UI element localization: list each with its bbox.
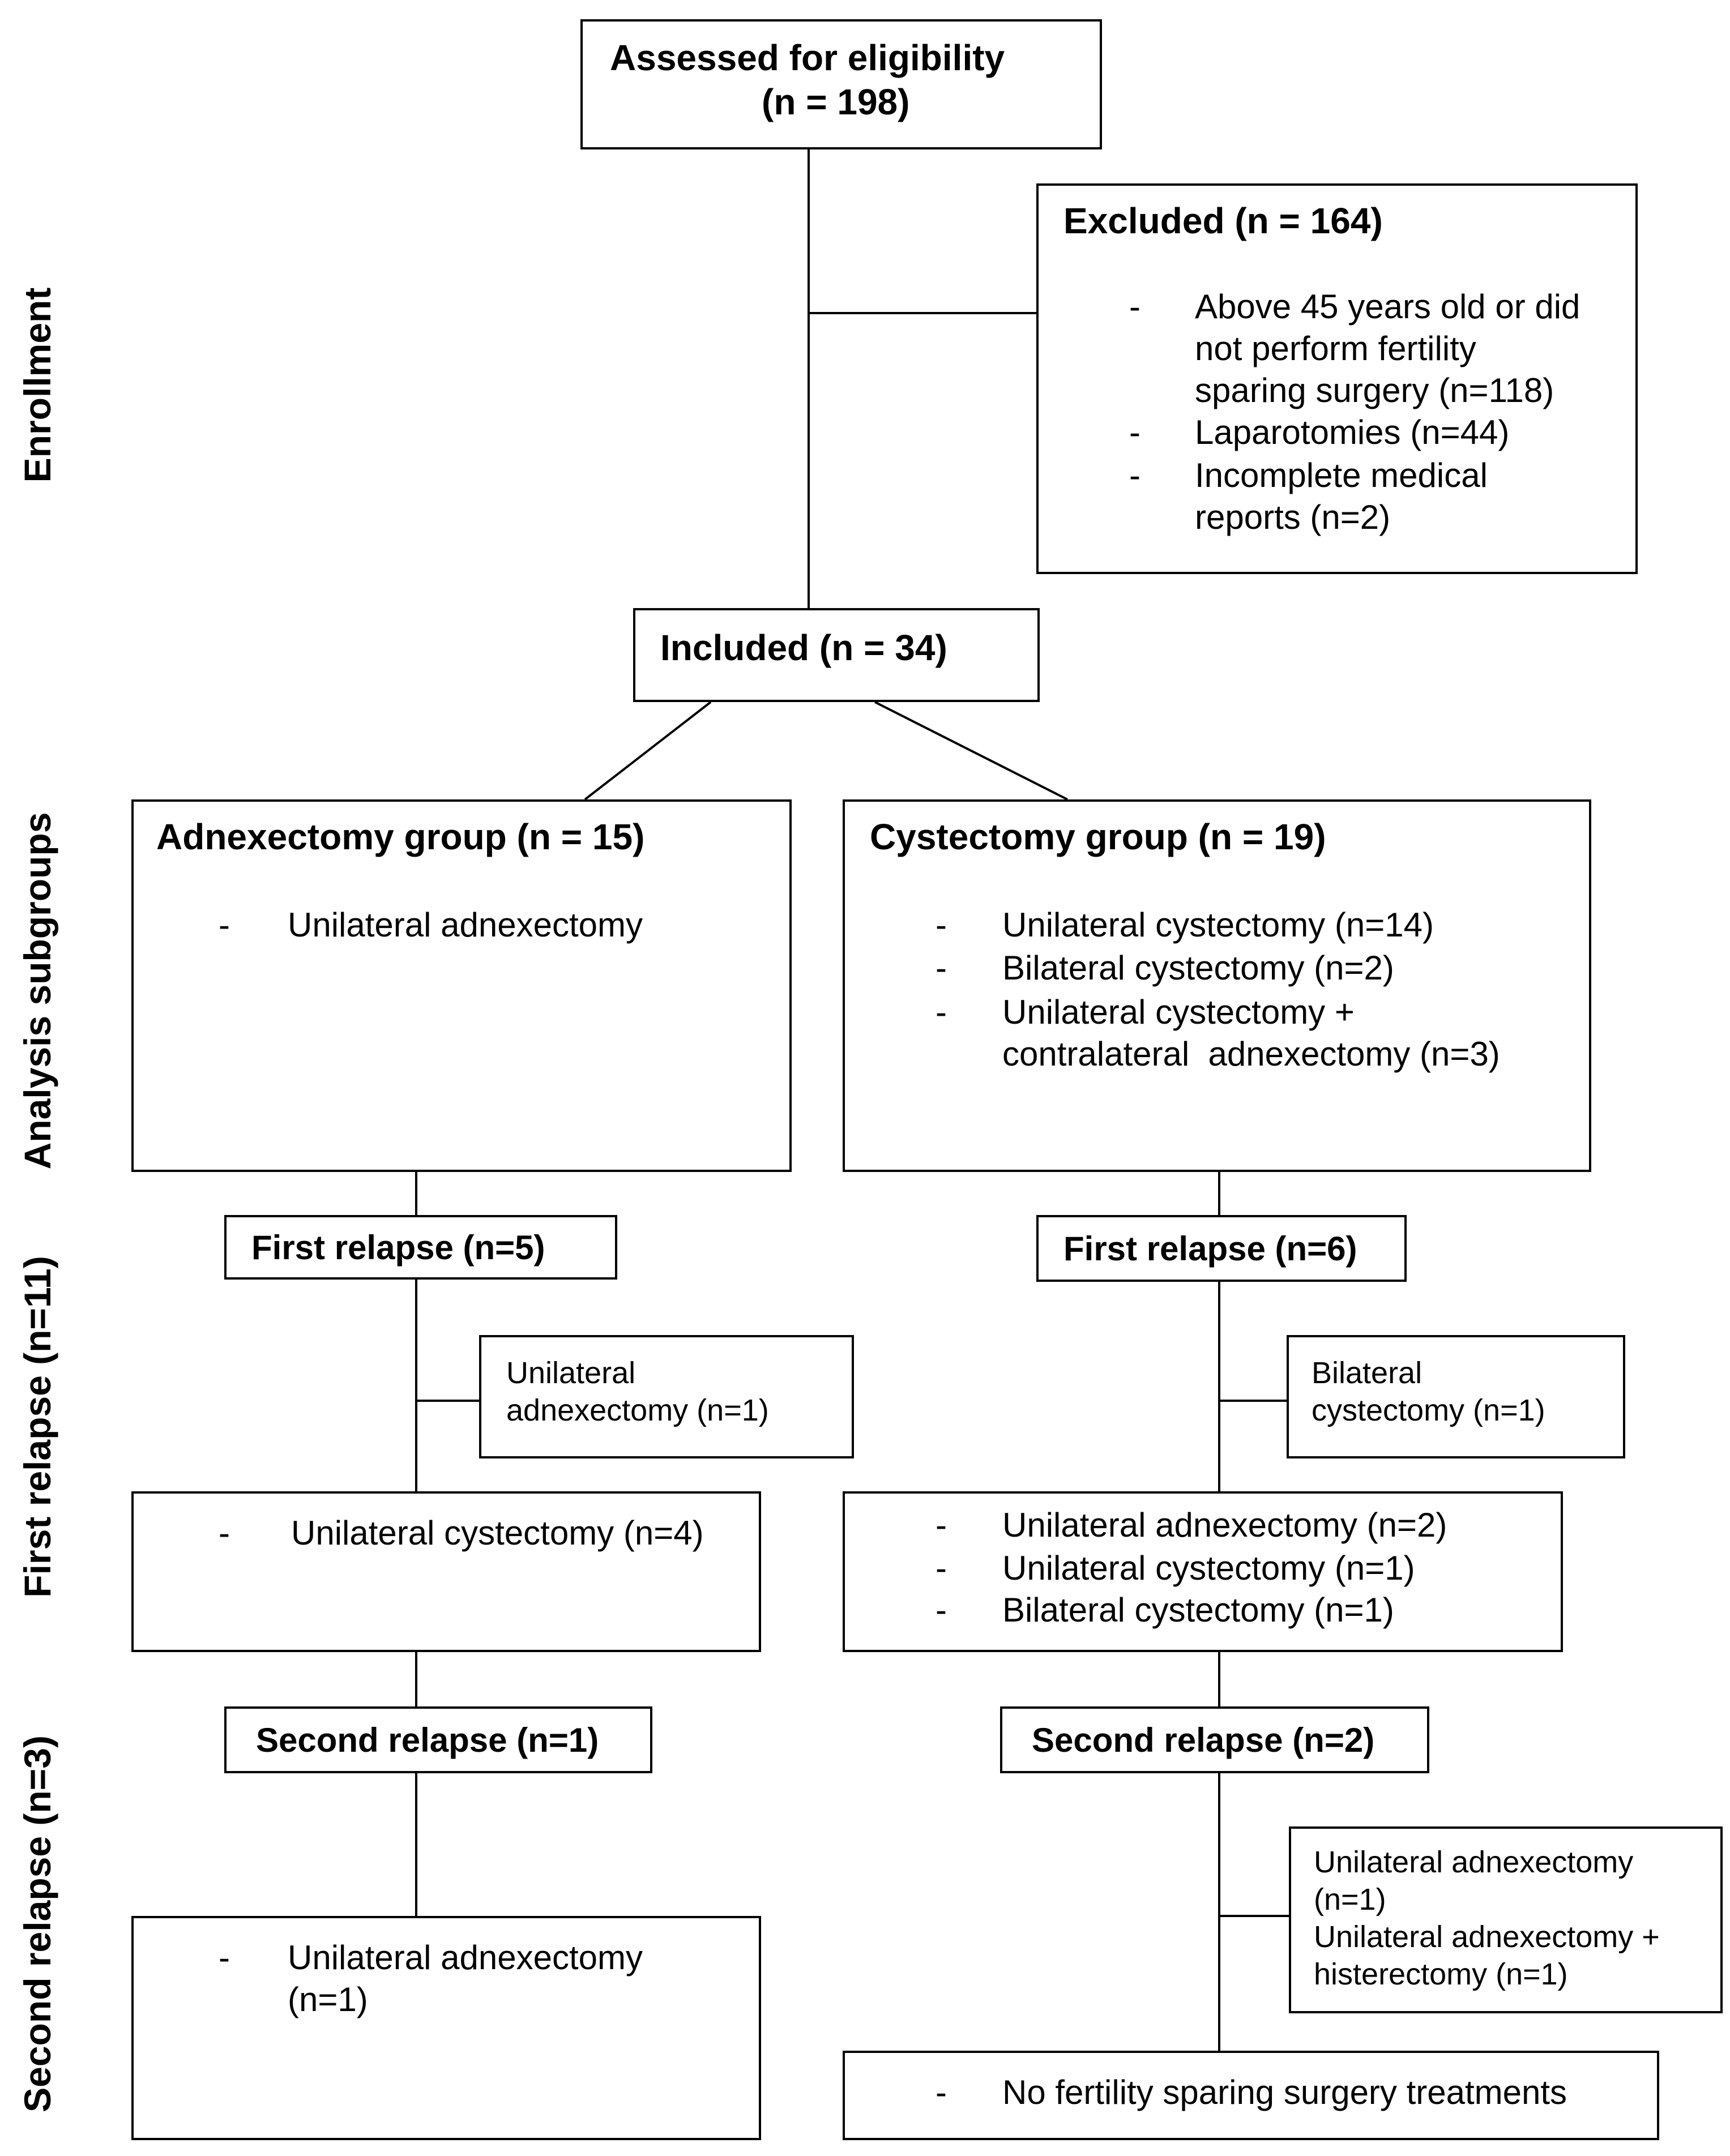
excluded-item-3-line-1: Incomplete medical bbox=[1195, 456, 1488, 494]
right-second-relapse-side-box: Unilateral adnexectomy (n=1) Unilateral … bbox=[1289, 1826, 1723, 2013]
right-second-relapse-side-line-4: histerectomy (n=1) bbox=[1314, 1957, 1568, 1991]
left-second-relapse-item-1-line-2: (n=1) bbox=[288, 1980, 368, 2018]
stage-label-first-relapse: First relapse (n=11) bbox=[16, 1256, 58, 1598]
right-first-relapse-bullet-2: - bbox=[936, 1549, 947, 1587]
left-first-relapse-side-line-1: Unilateral bbox=[506, 1356, 636, 1390]
cystectomy-item-1: Unilateral cystectomy (n=14) bbox=[1002, 906, 1434, 944]
excluded-item-3-line-2: reports (n=2) bbox=[1195, 498, 1391, 536]
right-first-relapse-item-1: Unilateral adnexectomy (n=2) bbox=[1002, 1506, 1447, 1544]
right-first-relapse-item-3: Bilateral cystectomy (n=1) bbox=[1002, 1591, 1394, 1629]
excluded-title: Excluded (n = 164) bbox=[1063, 200, 1383, 241]
stage-label-second-relapse: Second relapse (n=3) bbox=[16, 1735, 58, 2112]
connector-included-cyst bbox=[874, 701, 1068, 801]
adnexectomy-bullet-1: - bbox=[219, 906, 230, 944]
adnexectomy-item-1: Unilateral adnexectomy bbox=[288, 906, 643, 944]
right-second-relapse-result-box: - No fertility sparing surgery treatment… bbox=[843, 2051, 1659, 2140]
left-second-relapse-title: Second relapse (n=1) bbox=[256, 1721, 599, 1759]
right-first-relapse-side-box: Bilateral cystectomy (n=1) bbox=[1287, 1335, 1625, 1458]
left-first-relapse-side-line-2: adnexectomy (n=1) bbox=[506, 1393, 769, 1427]
right-second-relapse-title: Second relapse (n=2) bbox=[1032, 1721, 1375, 1759]
right-first-relapse-bullet-3: - bbox=[936, 1591, 947, 1629]
left-first-relapse-side-box: Unilateral adnexectomy (n=1) bbox=[479, 1335, 854, 1458]
right-first-relapse-side-line-2: cystectomy (n=1) bbox=[1312, 1393, 1545, 1427]
right-second-relapse-box: Second relapse (n=2) bbox=[1000, 1706, 1429, 1773]
right-second-relapse-side-line-3: Unilateral adnexectomy + bbox=[1314, 1920, 1660, 1954]
excluded-bullet-1: - bbox=[1129, 288, 1140, 326]
excluded-item-1-line-2: not perform fertility bbox=[1195, 330, 1476, 367]
right-first-relapse-side-line-1: Bilateral bbox=[1312, 1356, 1423, 1390]
right-second-relapse-side-line-2: (n=1) bbox=[1314, 1883, 1386, 1917]
right-first-relapse-item-2: Unilateral cystectomy (n=1) bbox=[1002, 1549, 1415, 1587]
assessed-box: Assessed for eligibility (n = 198) bbox=[580, 19, 1102, 149]
excluded-box: Excluded (n = 164) - Above 45 years old … bbox=[1036, 183, 1638, 574]
excluded-item-1-line-3: sparing surgery (n=118) bbox=[1195, 371, 1554, 409]
adnexectomy-group-box: Adnexectomy group (n = 15) - Unilateral … bbox=[131, 799, 792, 1172]
right-second-relapse-item-1: No fertility sparing surgery treatments bbox=[1002, 2073, 1567, 2111]
included-box: Included (n = 34) bbox=[633, 608, 1040, 702]
excluded-item-2: Laparotomies (n=44) bbox=[1195, 413, 1510, 451]
right-first-relapse-title: First relapse (n=6) bbox=[1063, 1230, 1357, 1268]
left-first-relapse-bullet-1: - bbox=[219, 1514, 230, 1552]
right-first-relapse-box: First relapse (n=6) bbox=[1036, 1215, 1407, 1282]
included-title: Included (n = 34) bbox=[660, 627, 947, 668]
stage-label-enrollment: Enrollment bbox=[16, 287, 58, 483]
left-first-relapse-item-1: Unilateral cystectomy (n=4) bbox=[291, 1514, 704, 1552]
right-first-relapse-bullet-1: - bbox=[936, 1506, 947, 1544]
left-second-relapse-item-1-line-1: Unilateral adnexectomy bbox=[288, 1939, 643, 1977]
assessed-count: (n = 198) bbox=[762, 82, 910, 122]
cystectomy-item-3-line-1: Unilateral cystectomy + bbox=[1002, 993, 1355, 1031]
excluded-bullet-2: - bbox=[1129, 413, 1140, 451]
cystectomy-bullet-2: - bbox=[936, 949, 947, 987]
right-first-relapse-result-box: - Unilateral adnexectomy (n=2) - Unilate… bbox=[843, 1491, 1563, 1652]
assessed-title: Assessed for eligibility bbox=[610, 37, 1005, 78]
cystectomy-group-title: Cystectomy group (n = 19) bbox=[870, 816, 1326, 857]
cystectomy-group-box: Cystectomy group (n = 19) - Unilateral c… bbox=[843, 799, 1591, 1172]
left-second-relapse-result-box: - Unilateral adnexectomy (n=1) bbox=[131, 1916, 761, 2140]
connector-included-adnex bbox=[584, 701, 712, 801]
left-first-relapse-box: First relapse (n=5) bbox=[224, 1215, 617, 1280]
cystectomy-item-3-line-2: contralateral adnexectomy (n=3) bbox=[1002, 1035, 1500, 1073]
cystectomy-bullet-3: - bbox=[936, 993, 947, 1031]
right-second-relapse-side-line-1: Unilateral adnexectomy bbox=[1314, 1845, 1634, 1879]
adnexectomy-group-title: Adnexectomy group (n = 15) bbox=[156, 816, 645, 857]
cystectomy-item-2: Bilateral cystectomy (n=2) bbox=[1002, 949, 1394, 987]
excluded-item-1-line-1: Above 45 years old or did bbox=[1195, 288, 1581, 326]
left-first-relapse-result-box: - Unilateral cystectomy (n=4) bbox=[131, 1491, 761, 1652]
left-second-relapse-bullet-1: - bbox=[219, 1939, 230, 1977]
left-first-relapse-title: First relapse (n=5) bbox=[251, 1229, 545, 1267]
left-second-relapse-box: Second relapse (n=1) bbox=[224, 1706, 652, 1773]
excluded-bullet-3: - bbox=[1129, 456, 1140, 494]
right-second-relapse-bullet-1: - bbox=[936, 2073, 947, 2111]
cystectomy-bullet-1: - bbox=[936, 906, 947, 944]
stage-label-analysis: Analysis subgroups bbox=[16, 812, 58, 1170]
